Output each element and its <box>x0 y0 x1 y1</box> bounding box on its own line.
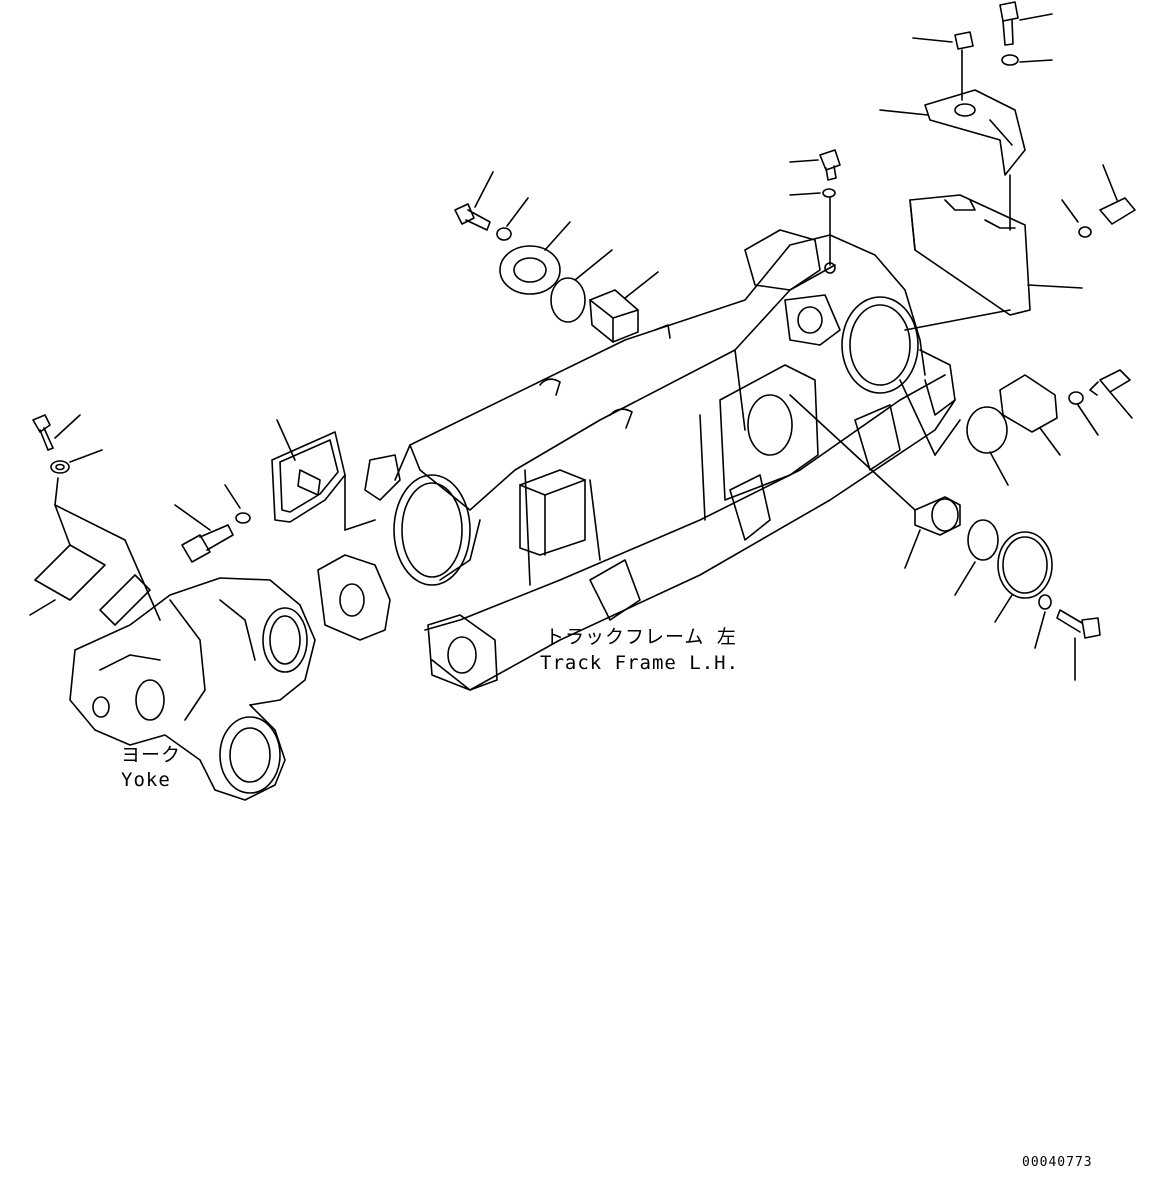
yoke-cover-parts <box>29 414 376 626</box>
track-frame <box>317 229 956 691</box>
right-side-parts <box>789 369 1133 681</box>
upper-middle-parts <box>454 171 659 343</box>
yoke-label-en: Yoke <box>121 769 171 791</box>
track-frame-label-jp: トラックフレーム 左 <box>545 626 737 648</box>
figure-number: 00040773 <box>1022 1155 1093 1170</box>
yoke <box>69 577 316 801</box>
track-frame-label-en: Track Frame L.H. <box>540 652 740 674</box>
yoke-label-jp: ヨーク <box>121 744 182 766</box>
upper-right-parts <box>789 1 1136 331</box>
